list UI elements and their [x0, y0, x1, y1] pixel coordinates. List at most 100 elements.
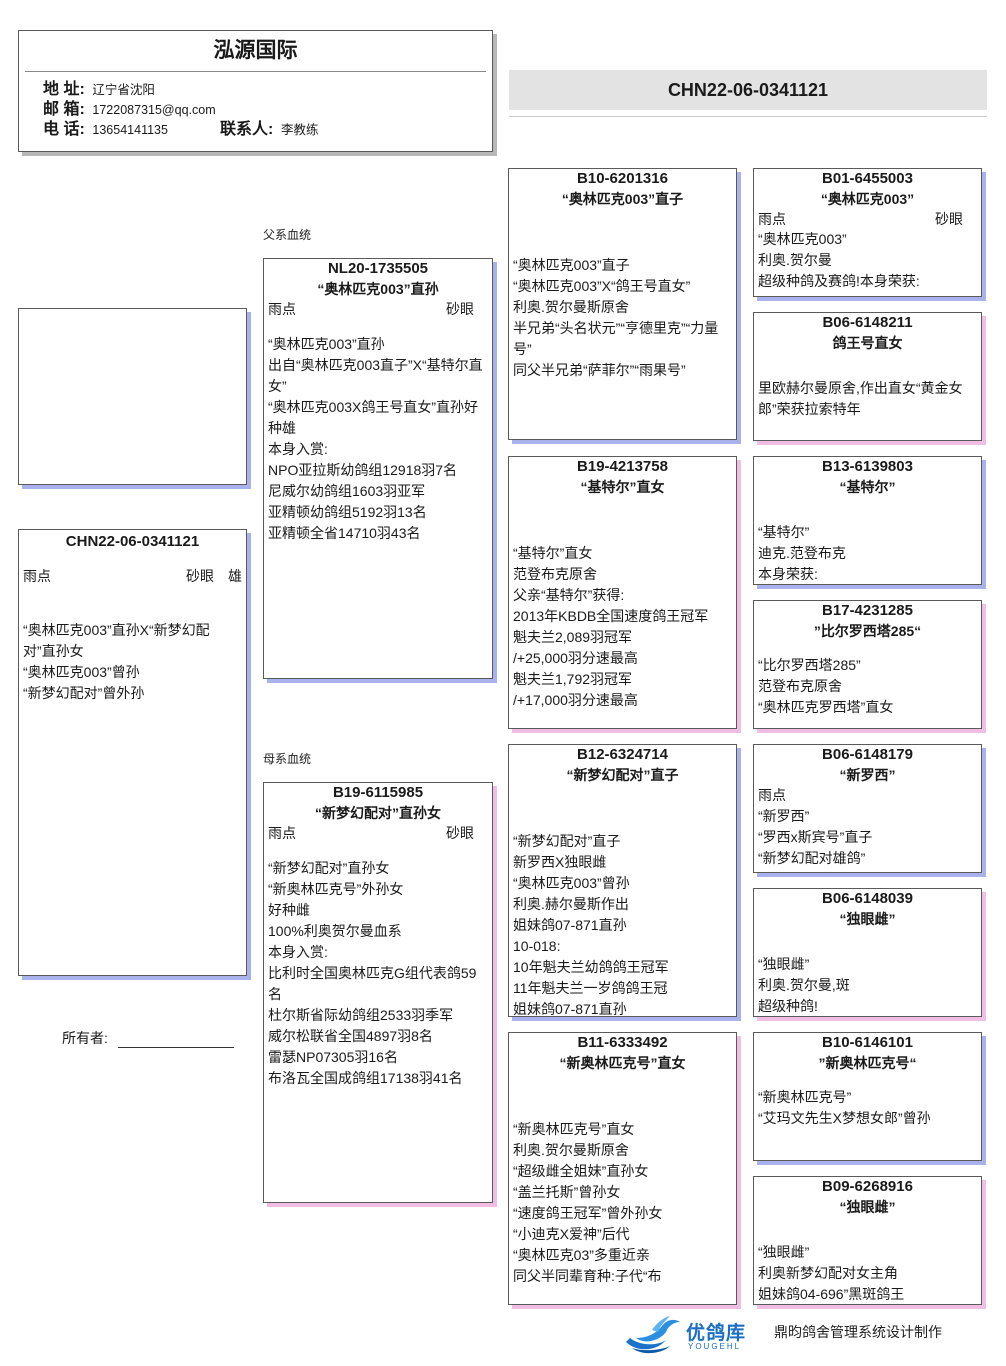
gen4-1-name: “奥林匹克003” [820, 191, 915, 207]
gen3-card-1: B10-6201316 “奥林匹克003”直子 “奥林匹克003”直子 “奥林匹… [508, 168, 737, 440]
gen4-card-4: B17-4231285 ”比尔罗西塔285“ “比尔罗西塔285” 范登布克原舍… [753, 600, 982, 729]
gen4-5-description: “新罗西” “罗西x斯宾号”直子 “新梦幻配对雄鸽” [758, 808, 873, 866]
gen4-7-ring: B10-6146101 [822, 1034, 913, 1051]
gen4-5-ring: B06-6148179 [822, 746, 913, 763]
gen3-3-ring: B12-6324714 [577, 746, 668, 763]
sire-line-label: 父系血统 [263, 228, 312, 242]
pigeon-logo-icon [626, 1316, 680, 1354]
gen3-2-ring: B19-4213758 [577, 458, 668, 475]
gen3-card-4: B11-6333492 “新奥林匹克号”直女 “新奥林匹克号”直女 利奥.贺尔曼… [508, 1032, 737, 1305]
dam-eye: 砂眼 [446, 825, 474, 841]
owner-field: 所有者: [62, 1028, 234, 1048]
contact-value: 李教练 [281, 123, 319, 137]
gen4-1-eye: 砂眼 [935, 211, 963, 227]
dam-card: B19-6115985 “新梦幻配对”直孙女 雨点 砂眼 “新梦幻配对”直孙女 … [263, 782, 493, 1203]
main-bird-eye: 砂眼 [186, 568, 214, 584]
gen4-2-ring: B06-6148211 [822, 314, 913, 331]
gen4-card-2: B06-6148211 鸽王号直女 里欧赫尔曼原舍,作出直女“黄金女郎”荣获拉索… [753, 312, 982, 441]
gen4-7-name: ”新奥林匹克号“ [818, 1055, 917, 1071]
gen3-3-name: “新梦幻配对”直子 [566, 767, 679, 783]
club-name: 泓源国际 [213, 39, 298, 62]
sire-card: NL20-1735505 “奥林匹克003”直孙 雨点 砂眼 “奥林匹克003”… [263, 258, 493, 679]
top-ring-underline [509, 116, 987, 117]
gen3-4-ring: B11-6333492 [577, 1034, 668, 1051]
gen4-4-ring: B17-4231285 [822, 602, 913, 619]
sire-attrs: 雨点 砂眼 [264, 299, 492, 319]
phone-label: 电 话: [43, 121, 85, 138]
club-divider [25, 71, 486, 72]
gen4-card-8: B09-6268916 “独眼雌” “独眼雌” 利奥新梦幻配对女主角 姐妹鸽04… [753, 1176, 982, 1305]
gen4-card-5: B06-6148179 “新罗西” 雨点 “新罗西” “罗西x斯宾号”直子 “新… [753, 744, 982, 873]
gen4-card-3: B13-6139803 “基特尔” “基特尔” 迪克.范登布克 本身荣获: [753, 456, 982, 585]
gen3-4-description: “新奥林匹克号”直女 利奥.贺尔曼斯原舍 “超级雌全姐妹”直孙女 “盖兰托斯”曾… [513, 1121, 663, 1284]
footer: 优鸽库 YOUGEHL 鼎昀鸽舍管理系统设计制作 [622, 1312, 992, 1356]
gen4-6-description: “独眼雌” 利奥.贺尔曼,斑 超级种鸽! [758, 956, 850, 1014]
dam-description: “新梦幻配对”直孙女 “新奥林匹克号”外孙女 好种雌 100%利奥贺尔曼血系 本… [268, 860, 477, 1086]
club-info-card: 泓源国际 地 址: 辽宁省沈阳 邮 箱: 1722087315@qq.com 电… [18, 30, 493, 152]
club-address-row: 地 址: 辽宁省沈阳 [19, 80, 492, 100]
gen4-5-name: “新罗西” [839, 767, 896, 783]
bird-photo-frame [18, 308, 247, 485]
dam-name: “新梦幻配对”直孙女 [315, 805, 441, 821]
main-bird-eye-sex: 砂眼雄 [186, 566, 242, 586]
gen3-card-3: B12-6324714 “新梦幻配对”直子 “新梦幻配对”直子 新罗西X独眼雌 … [508, 744, 737, 1017]
gen3-card-2: B19-4213758 “基特尔”直女 “基特尔”直女 范登布克原舍 父亲“基特… [508, 456, 737, 729]
gen4-1-description: “奥林匹克003” 利奥.贺尔曼 超级种鸽及赛鸽!本身荣获: [758, 231, 920, 289]
dam-line-label: 母系血统 [263, 752, 312, 766]
sire-ring: NL20-1735505 [327, 260, 429, 277]
email-label: 邮 箱: [43, 101, 85, 118]
dam-ring: B19-6115985 [332, 784, 424, 801]
address-label: 地 址: [43, 81, 85, 98]
email-value: 1722087315@qq.com [92, 103, 216, 117]
gen4-8-description: “独眼雌” 利奥新梦幻配对女主角 姐妹鸽04-696”黑斑鸽王 [758, 1244, 905, 1302]
sire-name: “奥林匹克003”直孙 [317, 281, 439, 297]
credit-text: 鼎昀鸽舍管理系统设计制作 [774, 1324, 942, 1340]
logo-subtext: YOUGEHL [688, 1342, 742, 1351]
dam-color: 雨点 [268, 825, 296, 841]
top-ring-banner: CHN22-06-0341121 [509, 70, 987, 110]
main-bird-ring: CHN22-06-0341121 [65, 533, 200, 550]
gen4-4-name: ”比尔罗西塔285“ [813, 623, 922, 639]
gen4-4-description: “比尔罗西塔285” 范登布克原舍 “奥林匹克罗西塔”直女 [758, 657, 894, 715]
gen3-2-description: “基特尔”直女 范登布克原舍 父亲“基特尔”获得: 2013年KBDB全国速度鸽… [513, 545, 709, 708]
sire-eye: 砂眼 [446, 301, 474, 317]
gen4-card-1: B01-6455003 “奥林匹克003” 雨点 砂眼 “奥林匹克003” 利奥… [753, 168, 982, 297]
gen3-3-description: “新梦幻配对”直子 新罗西X独眼雌 “奥林匹克003”曾孙 利奥.赫尔曼斯作出 … [513, 833, 669, 1017]
gen4-card-6: B06-6148039 “独眼雌” “独眼雌” 利奥.贺尔曼,斑 超级种鸽! [753, 888, 982, 1017]
gen4-8-ring: B09-6268916 [822, 1178, 913, 1195]
gen4-card-7: B10-6146101 ”新奥林匹克号“ “新奥林匹克号” “艾玛文先生X梦想女… [753, 1032, 982, 1161]
owner-line[interactable] [117, 1032, 234, 1048]
gen4-1-attrs: 雨点 砂眼 [754, 209, 981, 229]
gen4-8-name: “独眼雌” [839, 1199, 896, 1215]
gen3-4-name: “新奥林匹克号”直女 [559, 1055, 686, 1071]
gen4-5-color: 雨点 [758, 787, 786, 803]
contact-label: 联系人: [220, 121, 274, 138]
club-email-row: 邮 箱: 1722087315@qq.com [19, 100, 492, 120]
main-bird-description: “奥林匹克003”直孙X“新梦幻配对”直孙女 “奥林匹克003”曾孙 “新梦幻配… [23, 622, 210, 701]
address-value: 辽宁省沈阳 [92, 83, 155, 97]
main-bird-attrs: 雨点 砂眼雄 [19, 566, 246, 586]
gen4-3-ring: B13-6139803 [822, 458, 913, 475]
sire-color: 雨点 [268, 301, 296, 317]
owner-label: 所有者: [62, 1030, 108, 1046]
logo-text: 优鸽库 [686, 1323, 747, 1344]
gen4-2-description: 里欧赫尔曼原舍,作出直女“黄金女郎”荣获拉索特年 [758, 380, 963, 417]
top-ring-number: CHN22-06-0341121 [667, 80, 829, 100]
main-bird-color: 雨点 [23, 568, 51, 584]
gen3-1-name: “奥林匹克003”直子 [561, 191, 684, 207]
main-bird-sex: 雄 [228, 568, 242, 584]
sire-description: “奥林匹克003”直孙 出自“奥林匹克003直子”X“基特尔直女” “奥林匹克0… [268, 336, 483, 541]
main-bird-card: CHN22-06-0341121 雨点 砂眼雄 “奥林匹克003”直孙X“新梦幻… [18, 529, 247, 976]
gen4-6-ring: B06-6148039 [822, 890, 913, 907]
gen4-3-name: “基特尔” [839, 479, 896, 495]
gen3-1-ring: B10-6201316 [577, 170, 668, 187]
gen3-2-name: “基特尔”直女 [580, 479, 665, 495]
gen4-3-description: “基特尔” 迪克.范登布克 本身荣获: [758, 524, 846, 582]
gen4-1-color: 雨点 [758, 211, 786, 227]
dam-attrs: 雨点 砂眼 [264, 823, 492, 843]
gen4-7-description: “新奥林匹克号” “艾玛文先生X梦想女郎”曾孙 [758, 1089, 931, 1126]
gen4-1-ring: B01-6455003 [822, 170, 913, 187]
gen4-2-name: 鸽王号直女 [832, 335, 903, 351]
gen4-6-name: “独眼雌” [839, 911, 896, 927]
phone-value: 13654141135 [92, 123, 168, 137]
